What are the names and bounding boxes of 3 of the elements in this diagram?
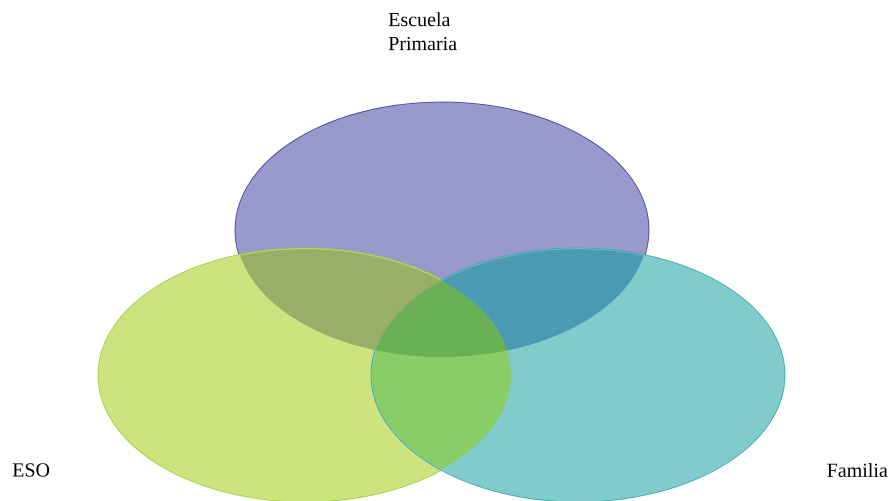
set-label: Familia xyxy=(827,462,888,478)
set-label: Escuela Primaria xyxy=(388,12,457,50)
set-label: ESO xyxy=(12,463,50,477)
